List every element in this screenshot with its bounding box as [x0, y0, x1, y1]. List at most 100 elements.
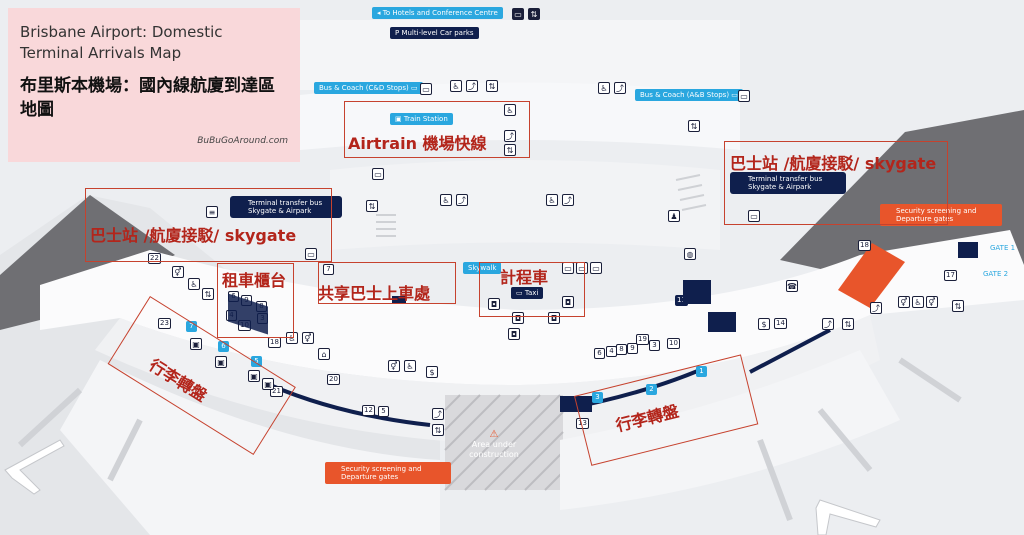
bus-cd-label: Bus & Coach (C&D Stops): [319, 84, 409, 92]
annotation-bus-right: [724, 141, 948, 225]
escalator-icon: ⤴: [466, 80, 478, 92]
facility-number: 7: [323, 264, 334, 275]
transfer-bus-right: Terminal transfer bus Skygate & Airpark: [730, 172, 846, 194]
bus-icon: ▭: [590, 262, 602, 274]
carousel-number: 2: [646, 384, 657, 395]
accessible-icon: ♿: [912, 296, 924, 308]
bus-icon: ▭: [738, 90, 750, 102]
gate-2-label: GATE 2: [983, 270, 1009, 278]
facility-number: 12: [362, 405, 375, 416]
toilet-icon: ⚥: [898, 296, 910, 308]
facility-number: 3: [649, 340, 660, 351]
escalators: [376, 174, 707, 237]
escalator-icon: ⤴: [870, 302, 882, 314]
annotation-airtrain-label: Airtrain 機場快線: [348, 134, 487, 153]
bus-icon: ▭: [305, 248, 317, 260]
shop-icon: ⌂: [318, 348, 330, 360]
carousel-number: 3: [592, 392, 603, 403]
accessible-icon: ♿: [546, 194, 558, 206]
road-area: [300, 82, 740, 150]
accessible-icon: ♿: [404, 360, 416, 372]
escalator-icon: ⤴: [504, 130, 516, 142]
bus-icon: ▭: [420, 83, 432, 95]
car-icon: ◘: [508, 328, 520, 340]
atm-icon: $: [426, 366, 438, 378]
car-parks-sign: P Multi-level Car parks: [390, 27, 479, 39]
facility-number: 17: [944, 270, 957, 281]
pier-left: [60, 360, 440, 535]
annotation-car-rental-label: 租車櫃台: [222, 271, 287, 290]
baggage-icon: ▣: [248, 370, 260, 382]
construction-label: ⚠ Area under construction: [462, 430, 526, 460]
hotels-sign: ◂ To Hotels and Conference Centre: [372, 7, 503, 19]
skywalk-label: Skywalk: [468, 264, 497, 272]
annotation-taxi: [479, 262, 585, 317]
counter-block: [958, 242, 978, 258]
phone-icon: ☎: [786, 280, 798, 292]
person-icon: ♟: [668, 210, 680, 222]
bus-icon: ▭: [512, 8, 524, 20]
title-chinese: 布里斯本機場：國內線航廈到達區地圖: [20, 76, 275, 120]
counter-block: [708, 312, 736, 332]
toilet-icon: ⚥: [388, 360, 400, 372]
lift-icon: ⇅: [486, 80, 498, 92]
carousel-number: 6: [218, 341, 229, 352]
taxi-label: Taxi: [524, 289, 539, 297]
bus-ab-label: Bus & Coach (A&B Stops): [640, 91, 730, 99]
accessible-icon: ♿: [598, 82, 610, 94]
bus-cd-sign: Bus & Coach (C&D Stops) ▭: [314, 82, 423, 94]
train-station-label: Train Station: [403, 115, 448, 123]
baggage-icon: ▣: [190, 338, 202, 350]
facility-number: 10: [667, 338, 680, 349]
bus-ab-sign: Bus & Coach (A&B Stops) ▭: [635, 89, 743, 101]
security-zone-right: [838, 243, 905, 308]
warning-icon: ⚠: [489, 429, 499, 440]
construction-text: Area under construction: [469, 440, 519, 459]
facility-number: 13: [576, 418, 589, 429]
transfer-bus-right-label: Terminal transfer bus Skygate & Airpark: [748, 175, 823, 191]
lift-icon: ⇅: [952, 300, 964, 312]
lift-icon: ⇅: [432, 424, 444, 436]
facility-number: 9: [627, 343, 638, 354]
accessible-icon: ♿: [188, 278, 200, 290]
taxi-icon: ◍: [684, 248, 696, 260]
escalator-icon: ⤴: [562, 194, 574, 206]
accessible-icon: ♿: [450, 80, 462, 92]
escalator-icon: ⤴: [432, 408, 444, 420]
annotation-bus-left-label: 巴士站 /航廈接駁/ skygate: [90, 226, 297, 245]
hotels-sign-label: To Hotels and Conference Centre: [382, 9, 498, 17]
info-icon: ≡: [206, 206, 218, 218]
annotation-shared-bus: [318, 262, 456, 304]
taxi-icon: ◘: [562, 296, 574, 308]
annotation-taxi-label: 計程車: [500, 268, 549, 287]
facility-number: 14: [774, 318, 787, 329]
toilet-icon: ⚥: [302, 332, 314, 344]
annotation-shared-bus-label: 共享巴士上車處: [318, 284, 431, 303]
atm-icon: $: [758, 318, 770, 330]
accessible-icon: ♿: [504, 104, 516, 116]
credit: BuBuGoAround.com: [197, 136, 288, 146]
baggage-icon: ▣: [215, 356, 227, 368]
facility-number: 21: [270, 386, 283, 397]
lift-icon: ⇅: [688, 120, 700, 132]
skywalk-sign: Skywalk: [463, 262, 502, 274]
title-panel: Brisbane Airport: Domestic Terminal Arri…: [8, 8, 300, 162]
lift-icon: ⇅: [528, 8, 540, 20]
carousel-number: 1: [696, 366, 707, 377]
car-icon: ◘: [548, 312, 560, 324]
bus-icon: ▭: [748, 210, 760, 222]
security-sign-bottom: Security screening and Departure gates: [325, 462, 451, 484]
facade-left: [269, 383, 431, 427]
security-sign-right: Security screening and Departure gates: [880, 204, 1002, 226]
facility-number: 18: [268, 337, 281, 348]
security-bottom-label: Security screening and Departure gates: [341, 465, 422, 481]
counter-block: [683, 280, 711, 304]
airplane-icon: [4, 439, 881, 535]
lift-icon: ⇅: [202, 288, 214, 300]
transfer-bus-left-label: Terminal transfer bus Skygate & Airpark: [248, 199, 323, 215]
pier-right: [560, 350, 900, 510]
lift-icon: ⇅: [504, 144, 516, 156]
annotation-airtrain: [344, 101, 530, 158]
title-english: Brisbane Airport: Domestic Terminal Arri…: [20, 23, 223, 62]
